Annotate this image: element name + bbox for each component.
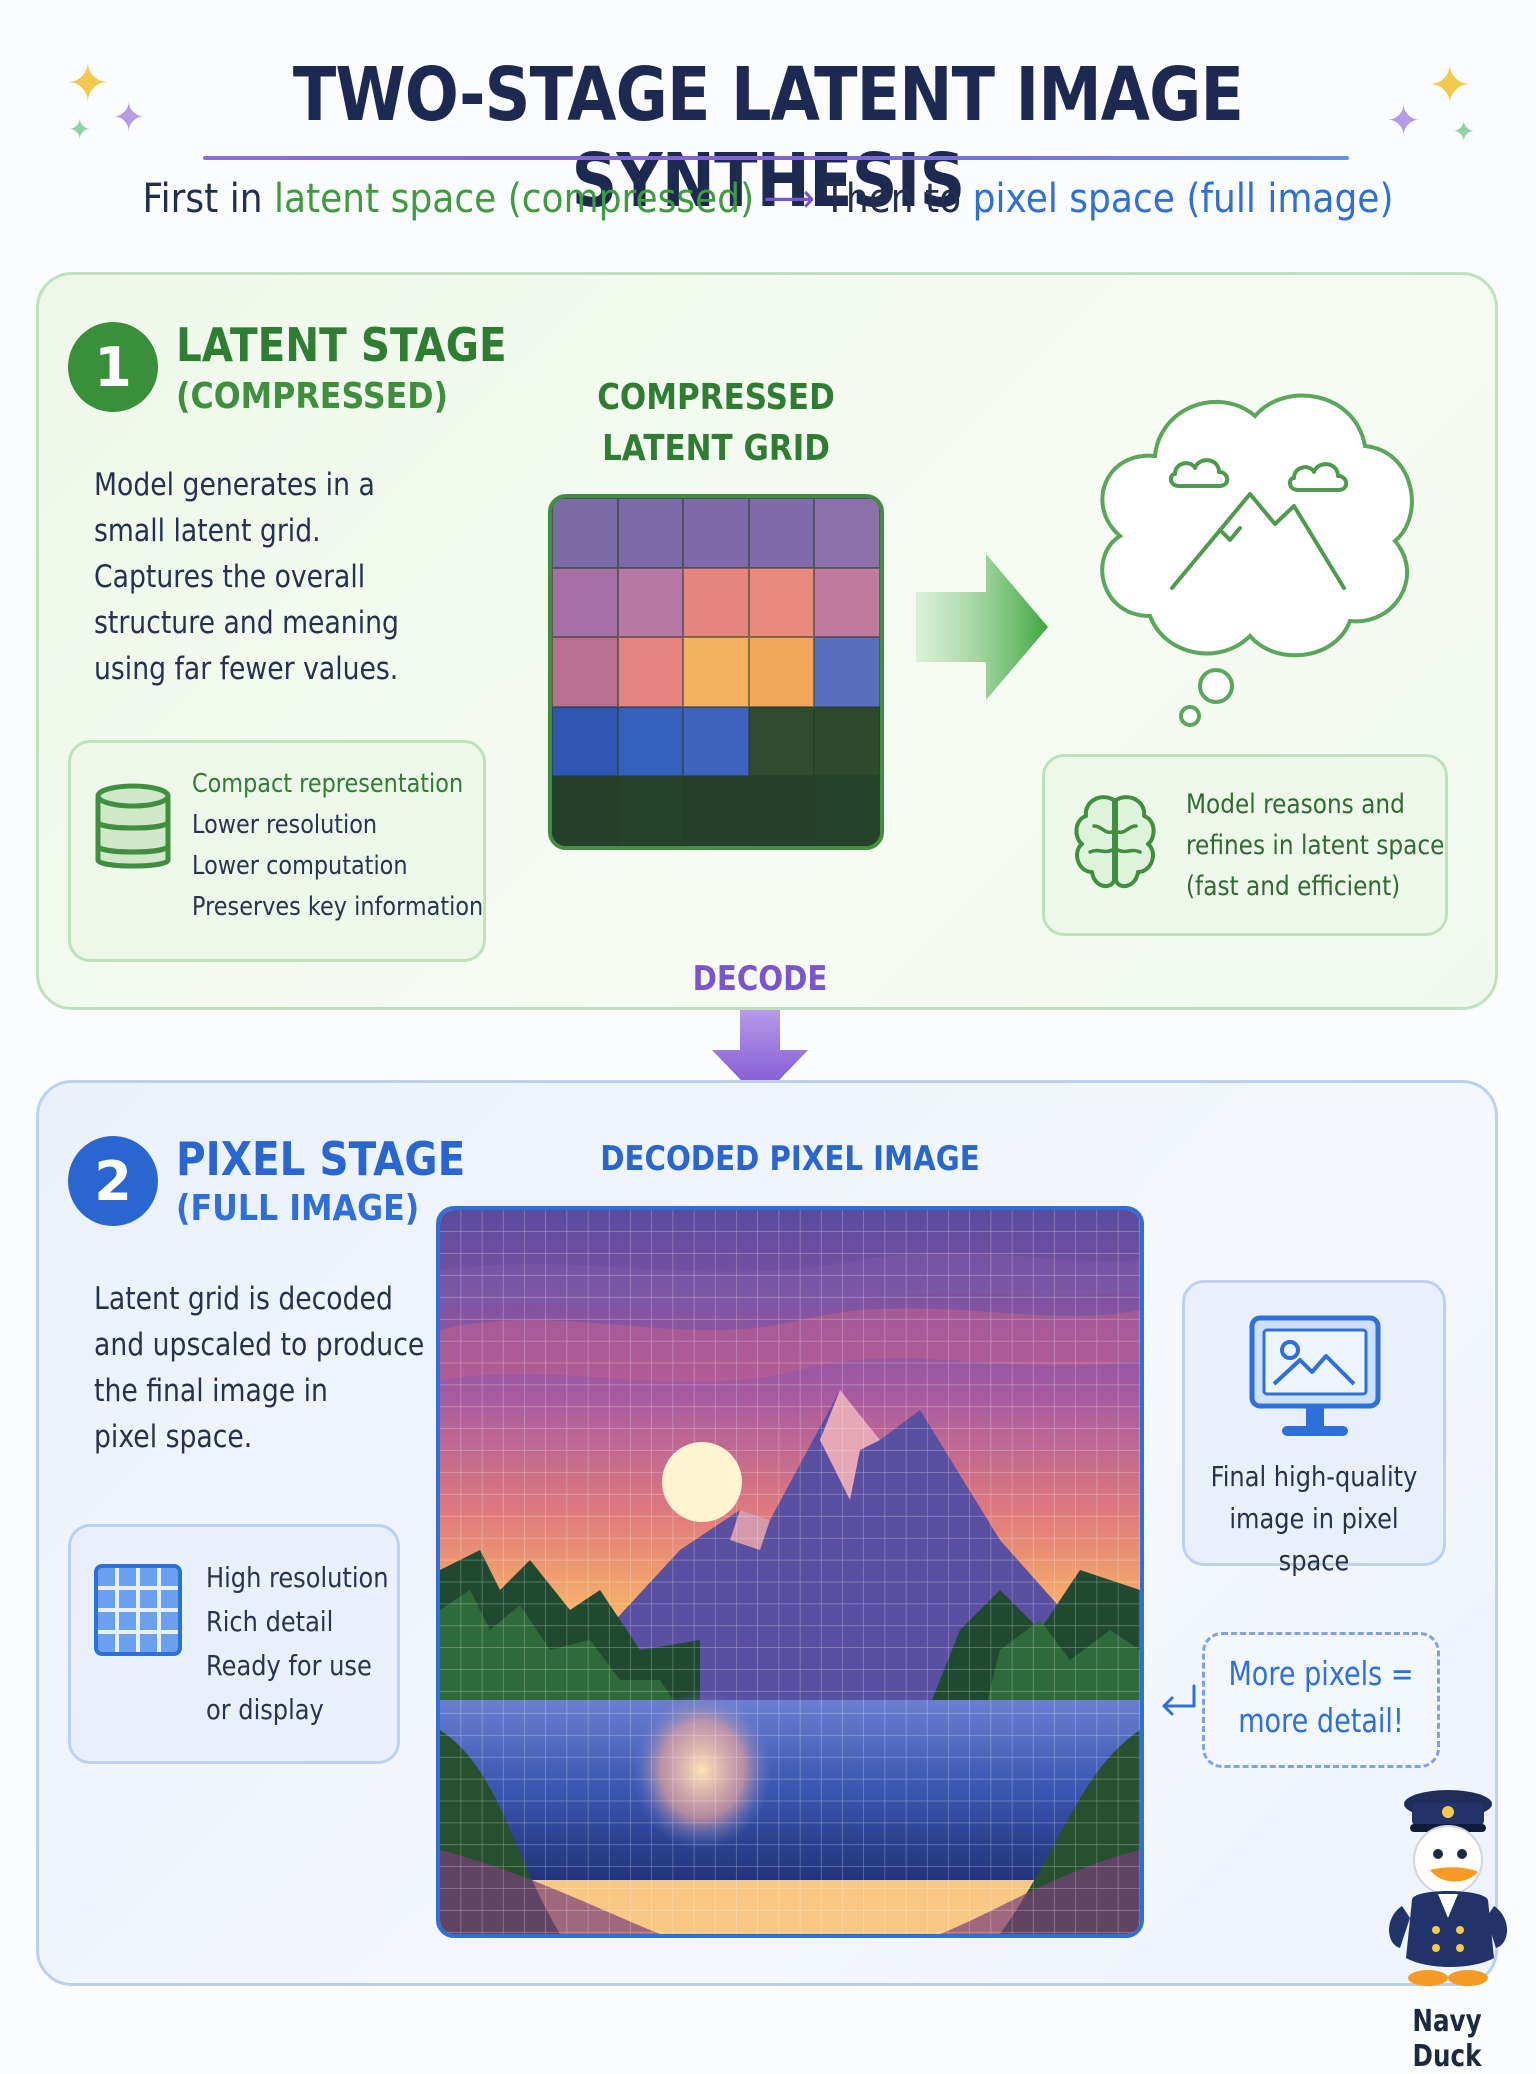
- arrow-left-icon: [1156, 1676, 1200, 1725]
- sparkle-icon: ✦: [66, 55, 110, 113]
- latent-stage-subtitle: (COMPRESSED): [176, 376, 449, 417]
- latent-grid-label-line: COMPRESSED: [597, 377, 835, 418]
- sparkle-icon: ✦: [112, 96, 146, 140]
- latent-features-list: Compact representation Lower resolution …: [192, 764, 483, 928]
- subtitle-arrow: ⟶: [763, 176, 815, 222]
- final-image-text: Final high-quality image in pixel space: [1200, 1456, 1427, 1582]
- arrow-down-icon: [712, 1010, 808, 1105]
- feature-item: Lower resolution: [192, 810, 378, 840]
- decode-label: DECODE: [692, 959, 828, 999]
- subtitle-part1: First in: [142, 176, 274, 222]
- latent-grid-cell: [683, 498, 749, 568]
- monitor-icon: [1248, 1314, 1382, 1451]
- latent-grid-cell: [814, 498, 880, 568]
- reasoning-line: refines in latent space: [1186, 830, 1445, 861]
- feature-item: Compact representation: [192, 769, 464, 799]
- subtitle-latent: latent space (compressed): [273, 176, 755, 222]
- latent-grid-label: COMPRESSED LATENT GRID: [578, 372, 853, 474]
- pixel-stage-title: PIXEL STAGE: [176, 1132, 466, 1186]
- more-pixels-note: More pixels = more detail!: [1223, 1650, 1418, 1744]
- feature-item: Rich detail: [206, 1605, 334, 1638]
- reasoning-line: Model reasons and: [1186, 789, 1405, 820]
- description-line: Captures the overall: [94, 559, 366, 595]
- feature-item: or display: [206, 1693, 324, 1726]
- latent-grid-cell: [552, 706, 618, 777]
- subtitle-part2: Then to: [823, 176, 973, 222]
- decoded-pixel-image: [436, 1206, 1144, 1938]
- latent-grid-cell: [617, 498, 684, 568]
- compressed-latent-grid: [548, 494, 884, 850]
- description-line: structure and meaning: [94, 605, 399, 641]
- feature-item: Preserves key information: [192, 892, 484, 922]
- latent-grid-cell: [552, 498, 618, 568]
- latent-grid-cell: [814, 776, 880, 846]
- page-title: TWO-STAGE LATENT IMAGE SYNTHESIS: [292, 52, 1244, 224]
- latent-grid-cell: [748, 706, 815, 777]
- pixel-stage-subtitle: (FULL IMAGE): [176, 1188, 420, 1229]
- sparkle-icon: ✦: [68, 114, 92, 145]
- pixel-stage-description: Latent grid is decoded and upscaled to p…: [94, 1276, 424, 1460]
- brain-icon: [1070, 790, 1160, 901]
- description-line: small latent grid.: [94, 513, 321, 549]
- feature-item: Ready for use: [206, 1649, 372, 1682]
- latent-grid-label-line: LATENT GRID: [602, 428, 830, 469]
- latent-grid-cell: [814, 706, 880, 777]
- sparkle-icon: ✦: [1386, 97, 1422, 144]
- latent-grid-cell: [617, 567, 684, 638]
- latent-grid-cell: [552, 776, 618, 846]
- latent-reasoning-text: Model reasons and refines in latent spac…: [1186, 784, 1444, 907]
- thought-cloud-icon: [1080, 366, 1430, 741]
- database-icon: [92, 776, 174, 881]
- brand-name: Navy Duck: [1412, 2004, 1482, 2074]
- latent-grid-cell: [617, 706, 684, 777]
- final-image-line: image in pixel space: [1229, 1502, 1399, 1577]
- latent-stage-title: LATENT STAGE: [176, 318, 507, 372]
- latent-grid-cell: [748, 776, 815, 846]
- more-pixels-note-box: [1202, 1632, 1440, 1768]
- title-underline: [203, 156, 1349, 160]
- latent-grid-cell: [814, 567, 880, 638]
- description-line: Model generates in a: [94, 467, 375, 503]
- latent-grid-cell: [617, 637, 684, 707]
- duck-mascot-icon: [1382, 1788, 1520, 2003]
- feature-item: Lower computation: [192, 851, 408, 881]
- latent-grid-cell: [814, 637, 880, 707]
- latent-grid-cell: [683, 637, 749, 707]
- page-subtitle: First in latent space (compressed)⟶Then …: [77, 176, 1459, 222]
- pixel-image-label: DECODED PIXEL IMAGE: [600, 1139, 980, 1179]
- step-1-badge: 1: [68, 322, 158, 412]
- description-line: Latent grid is decoded: [94, 1281, 393, 1317]
- feature-item: High resolution: [206, 1561, 389, 1594]
- latent-stage-description: Model generates in a small latent grid. …: [94, 462, 399, 692]
- grid-icon: [94, 1564, 182, 1661]
- reasoning-line: (fast and efficient): [1186, 871, 1401, 902]
- sparkle-icon: ✦: [1452, 116, 1476, 147]
- final-image-line: Final high-quality: [1210, 1460, 1418, 1493]
- pixel-features-list: High resolution Rich detail Ready for us…: [206, 1556, 389, 1732]
- latent-grid-cell: [748, 637, 815, 707]
- latent-grid-cell: [748, 567, 815, 638]
- description-line: and upscaled to produce: [94, 1327, 425, 1363]
- latent-grid-cell: [617, 776, 684, 846]
- note-line: More pixels =: [1228, 1654, 1414, 1693]
- latent-grid-cell: [683, 567, 749, 638]
- sparkle-icon: ✦: [1428, 57, 1472, 115]
- arrow-right-icon: [916, 554, 1048, 705]
- step-2-badge: 2: [68, 1136, 158, 1226]
- note-line: more detail!: [1238, 1701, 1404, 1740]
- description-line: pixel space.: [94, 1419, 253, 1455]
- latent-grid-cell: [552, 637, 618, 707]
- latent-grid-cell: [748, 498, 815, 568]
- latent-grid-cell: [683, 706, 749, 777]
- latent-grid-cell: [552, 567, 618, 638]
- latent-grid-cell: [683, 776, 749, 846]
- description-line: the final image in: [94, 1373, 328, 1409]
- description-line: using far fewer values.: [94, 651, 399, 687]
- subtitle-pixel: pixel space (full image): [972, 176, 1394, 222]
